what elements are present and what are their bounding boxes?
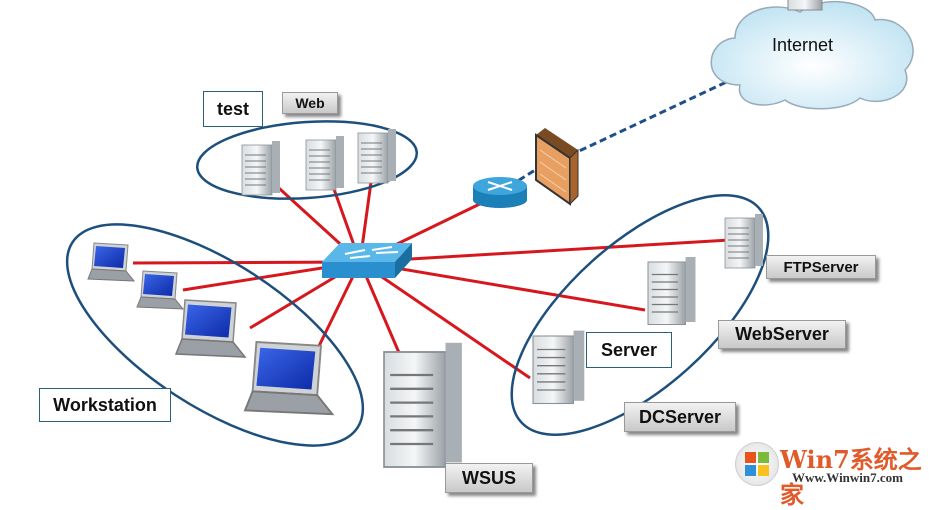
link-ftpserver <box>359 238 731 264</box>
internet-label: Internet <box>772 35 834 55</box>
link-webserver <box>359 260 646 312</box>
laptop-3-icon <box>175 299 246 358</box>
workstation-group-label: Workstation <box>39 388 171 422</box>
workstation-group-ellipse <box>65 223 365 447</box>
laptop-1-icon <box>87 242 135 282</box>
wan-link-firewall-internet <box>559 76 736 162</box>
link-dcserver <box>359 260 531 380</box>
cloud-server-icon <box>787 0 823 11</box>
web-label: Web <box>282 92 338 114</box>
laptop-4-icon <box>244 341 334 416</box>
server-group-label: Server <box>586 332 672 368</box>
windows-logo-icon <box>735 442 779 486</box>
wsus-label: WSUS <box>445 463 533 493</box>
switch-icon <box>322 243 412 278</box>
network-diagram <box>65 0 914 469</box>
dc-server-icon <box>532 329 585 405</box>
firewall-icon <box>535 128 579 206</box>
ftpserver-label: FTPServer <box>766 255 876 279</box>
server-group-ellipse <box>510 194 770 436</box>
webserver-label: WebServer <box>718 320 846 349</box>
test-server-2-icon <box>305 135 345 191</box>
test-server-3-icon <box>357 128 397 184</box>
internet-cloud <box>710 0 914 110</box>
test-group-ellipse <box>195 120 419 200</box>
test-group-label: test <box>203 91 263 127</box>
watermark-url: Www.Winwin7.com <box>792 470 903 485</box>
ftp-server-icon <box>724 213 764 269</box>
laptop-2-icon <box>136 270 184 310</box>
web-server-icon <box>647 256 697 326</box>
router-icon <box>473 177 527 208</box>
wsus-server-icon <box>382 341 464 469</box>
dcserver-label: DCServer <box>624 402 736 432</box>
test-server-1-icon <box>241 140 281 196</box>
